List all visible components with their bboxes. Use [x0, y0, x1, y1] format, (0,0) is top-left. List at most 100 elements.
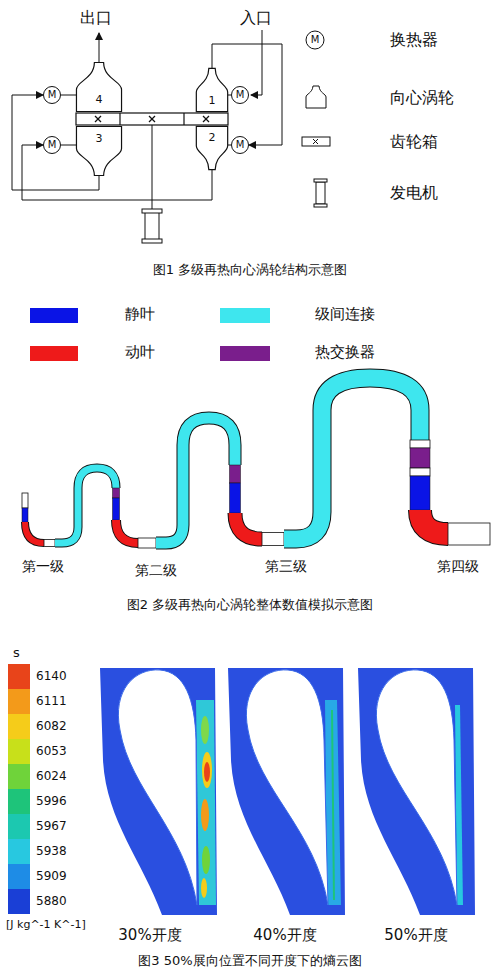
turbine-shape: 1: [196, 68, 228, 112]
drawing-part: [95, 116, 101, 122]
drawing-part: [25, 522, 44, 543]
drawing-part: [55, 468, 116, 543]
legend-swatch: [220, 308, 270, 323]
drawing-part: [410, 468, 430, 476]
drawing-part: [95, 116, 101, 122]
drawing-part: [235, 513, 262, 539]
exchanger-letter: M: [48, 140, 57, 150]
turbine-number: 1: [209, 95, 216, 106]
heat-exchanger-symbol: [306, 31, 324, 49]
shaft-line: [152, 125, 153, 210]
drawing-part: [149, 116, 155, 122]
drawing-part: [228, 668, 345, 915]
drawing-part: [201, 716, 209, 744]
drawing-part: [138, 538, 156, 548]
turbine-symbol: [306, 86, 326, 108]
figure-caption: 图1 多级再热向心涡轮结构示意图: [153, 262, 347, 278]
drawing-part: [145, 212, 159, 240]
exchanger-letter: M: [48, 90, 57, 100]
drawing-part: [8, 664, 30, 689]
stage-label: 第一级: [22, 558, 64, 575]
drawing-part: [149, 116, 155, 122]
drawing-part: [203, 116, 209, 122]
connector-line: [61, 95, 76, 96]
colorbar-value: 6140: [36, 669, 67, 683]
colorbar-value: 5938: [36, 844, 67, 858]
inlet-label: 入口: [240, 8, 272, 27]
legend-swatch: [30, 308, 78, 323]
drawing-part: [246, 670, 328, 905]
drawing-part: [420, 510, 448, 534]
turbine-shape: 3: [76, 126, 122, 176]
legend-text: 动叶: [125, 343, 155, 361]
drawing-part: [113, 488, 120, 498]
drawing-part: [76, 113, 228, 125]
drawing-part: [8, 739, 30, 764]
drawing-part: [358, 668, 475, 915]
legend-text: 热交换器: [315, 343, 375, 361]
figure-caption: 图2 多级再热向心涡轮整体数值模拟示意图: [127, 597, 373, 613]
drawing-part: [262, 533, 284, 546]
turbine-shape: 4: [76, 62, 122, 112]
drawing-part: [183, 113, 184, 125]
drawing-part: [313, 139, 318, 144]
turbine-outline-path: [196, 126, 227, 169]
drawing-part: [410, 440, 430, 448]
legend-text: 级间连接: [315, 305, 375, 323]
gearbox-symbol: [76, 113, 228, 125]
colorbar-value: 6024: [36, 769, 67, 783]
drawing-part: [410, 448, 430, 468]
drawing-part: [202, 752, 212, 788]
generator-symbol: [142, 209, 162, 243]
generator-symbol: [316, 182, 325, 204]
drawing-part: [410, 476, 430, 510]
drawing-part: [8, 789, 30, 814]
stage-label: 第三级: [265, 558, 307, 575]
drawing-part: [203, 116, 209, 122]
figure-caption: 图3 50%展向位置不同开度下的熵云图: [138, 953, 361, 969]
drawing-part: [22, 508, 28, 522]
drawing-part: [420, 510, 448, 534]
heat-exchanger-circle: M: [231, 86, 249, 104]
legend-text: 齿轮箱: [390, 132, 438, 151]
entropy-contour-50: [358, 668, 475, 915]
drawing-part: [142, 209, 162, 213]
opening-label: 50%开度: [384, 926, 447, 944]
turbine-outline-path: [196, 68, 227, 111]
drawing-part: [44, 540, 55, 547]
flow-path: [22, 378, 490, 548]
drawing-part: [314, 179, 327, 182]
exchanger-letter: M: [236, 90, 245, 100]
drawing-part: [118, 670, 197, 905]
colorbar-value: 6082: [36, 719, 67, 733]
opening-label: 40%开度: [253, 926, 316, 944]
unit-label: [J kg^-1 K^-1]: [6, 918, 86, 931]
outlet-label: 出口: [80, 8, 112, 27]
legend-text: 向心涡轮: [390, 88, 454, 107]
turbine-outline-path: [76, 63, 121, 112]
drawing-part: [116, 520, 138, 543]
drawing-part: [202, 846, 210, 874]
drawing-part: [22, 493, 28, 508]
colorbar-value: 6053: [36, 744, 67, 758]
drawing-part: [196, 700, 216, 905]
colorbar-value: 5880: [36, 894, 67, 908]
symbol-letter: M: [311, 34, 320, 46]
turbine-number: 4: [96, 94, 103, 105]
turbine-number: 3: [96, 133, 103, 144]
drawing-part: [8, 689, 30, 714]
entropy-contour-40: [228, 668, 345, 915]
drawing-part: [314, 204, 327, 207]
drawing-part: [100, 668, 217, 915]
drawing-part: [8, 814, 30, 839]
drawing-part: [25, 522, 44, 543]
drawing-part: [8, 864, 30, 889]
drawing-part: [313, 139, 318, 144]
colorbar-value: 5967: [36, 819, 67, 833]
colorbar-value: 6111: [36, 694, 67, 708]
drawing-part: [8, 714, 30, 739]
drawing-part: [116, 520, 138, 543]
drawing-part: [55, 468, 116, 543]
colorbar-title: s: [13, 645, 20, 661]
